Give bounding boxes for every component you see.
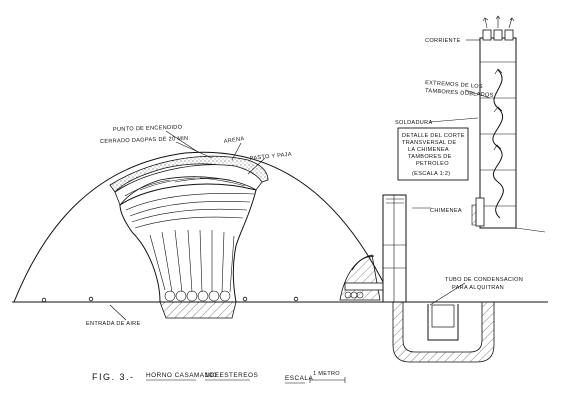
label-cerrado: CERRADO DAGPAS DE 20 MIN xyxy=(100,136,189,145)
air-inlet-markers xyxy=(41,296,299,303)
draft-arrows xyxy=(482,15,515,29)
label-punto-encendido: PUNTO DE ENCENDIDO xyxy=(113,125,183,133)
label-extremos-1: EXTREMOS DE LOS xyxy=(425,80,483,90)
figure-capacity: 100 ESTEREOS xyxy=(205,372,258,379)
ground-stub xyxy=(515,227,546,233)
figure-title: HORNO CASAMANCE xyxy=(146,372,220,379)
label-detalle-2: TRANSVERSAL DE xyxy=(402,140,456,146)
kiln-foundation xyxy=(159,301,237,319)
flue-tube-logs xyxy=(344,291,364,299)
label-tubo-2: PARA ALQUITRAN xyxy=(452,285,504,291)
straw-layer xyxy=(114,164,263,206)
label-detalle-4: TAMBORES DE xyxy=(408,154,452,160)
label-detalle-3: LA CHIMENEA xyxy=(408,147,449,153)
detail-box xyxy=(397,127,469,181)
label-corriente: CORRIENTE xyxy=(425,38,461,44)
pit-block xyxy=(431,304,455,328)
pit-inner xyxy=(427,304,459,341)
mound-edge-section xyxy=(339,254,381,301)
flow-spiral xyxy=(492,69,504,219)
label-soldadura: SOLDADURA xyxy=(395,120,433,126)
tall-chimney xyxy=(479,37,517,229)
small-chimney-cap xyxy=(386,198,404,204)
air-channel-logs xyxy=(164,290,231,302)
small-chimney xyxy=(382,194,407,303)
wood-stack xyxy=(119,183,257,303)
mound-edge-top xyxy=(351,255,375,271)
label-arena: ARENA xyxy=(223,136,244,145)
chimney-base-stub xyxy=(475,197,485,227)
chimney-top-openings xyxy=(482,29,514,41)
label-chimenea: CHIMENEA xyxy=(430,208,462,214)
chimney-connector xyxy=(471,204,477,226)
figure-number: FIG. 3.- xyxy=(92,372,135,382)
wood-logs-vertical xyxy=(149,229,235,293)
label-detalle-escala: (ESCALA 1:2) xyxy=(412,171,450,177)
label-extremos-2: TAMBORES DOBLADOS xyxy=(425,88,494,99)
scale-bar xyxy=(309,377,346,383)
scale-label: ESCALA xyxy=(285,375,313,382)
drum-seams xyxy=(480,61,516,207)
label-entrada-aire: ENTRADA DE AIRE xyxy=(86,321,141,327)
label-pasto-paja: PASTO Y PAJA xyxy=(250,152,293,162)
flue-tube xyxy=(344,282,388,291)
kiln-mound-outline xyxy=(13,151,393,303)
wood-logs-horizontal xyxy=(125,193,255,229)
flow-arrowheads xyxy=(493,68,503,151)
chimney-join-strokes xyxy=(383,244,406,269)
label-tubo-1: TUBO DE CONDENSACION xyxy=(445,277,523,283)
scale-unit: 1 METRO xyxy=(313,371,340,377)
label-detalle-1: DETALLE DEL CORTE xyxy=(402,133,465,139)
leader-lines xyxy=(109,39,491,321)
label-detalle-5: PETROLEO xyxy=(416,161,449,167)
